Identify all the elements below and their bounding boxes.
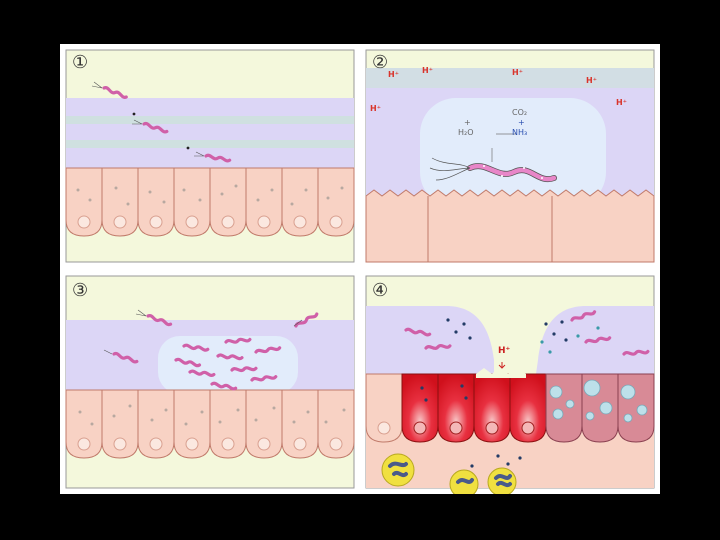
figure-frame: ① ② ③ ④ H⁺ H⁺ H⁺ H⁺ H⁺ H⁺ + H₂O CO₂ + NH… — [60, 44, 660, 494]
h-ion-label: H⁺ — [422, 66, 433, 75]
h-ion-label: H⁺ — [586, 76, 597, 85]
mucus-band — [66, 116, 354, 124]
panel-3-number: ③ — [72, 280, 89, 301]
panel-4-number: ④ — [372, 280, 389, 301]
reaction-water: H₂O — [458, 128, 474, 137]
neutrophils — [381, 453, 517, 494]
secreted-particles — [420, 318, 568, 468]
reaction-ammonia: NH₃ — [512, 128, 528, 137]
panel-3 — [65, 275, 355, 489]
panel-4 — [365, 275, 655, 494]
bacterium-large — [429, 157, 557, 183]
panel-2-number: ② — [372, 52, 389, 73]
h-ion-label: H⁺ — [370, 104, 381, 113]
reaction-co2: CO₂ — [512, 108, 528, 117]
reaction-plus-right: + — [518, 118, 525, 127]
mucus-band — [366, 68, 654, 88]
mucus-layer-eroded — [366, 306, 654, 374]
h-ion-label: H⁺ — [388, 70, 399, 79]
panel-1 — [65, 49, 355, 263]
h-ion-label: H⁺ — [512, 68, 523, 77]
reaction-plus-left: + — [464, 118, 471, 127]
vacuoles — [549, 379, 648, 423]
neutral-bubble — [420, 98, 606, 208]
epithelium-surface — [365, 189, 655, 263]
panel-2 — [365, 49, 655, 263]
h-ion-label: H⁺ — [498, 346, 511, 356]
mucus-band — [66, 140, 354, 148]
h-ion-label: H⁺ — [616, 98, 627, 107]
diagram-canvas — [65, 49, 655, 494]
panel-1-number: ① — [72, 52, 89, 73]
